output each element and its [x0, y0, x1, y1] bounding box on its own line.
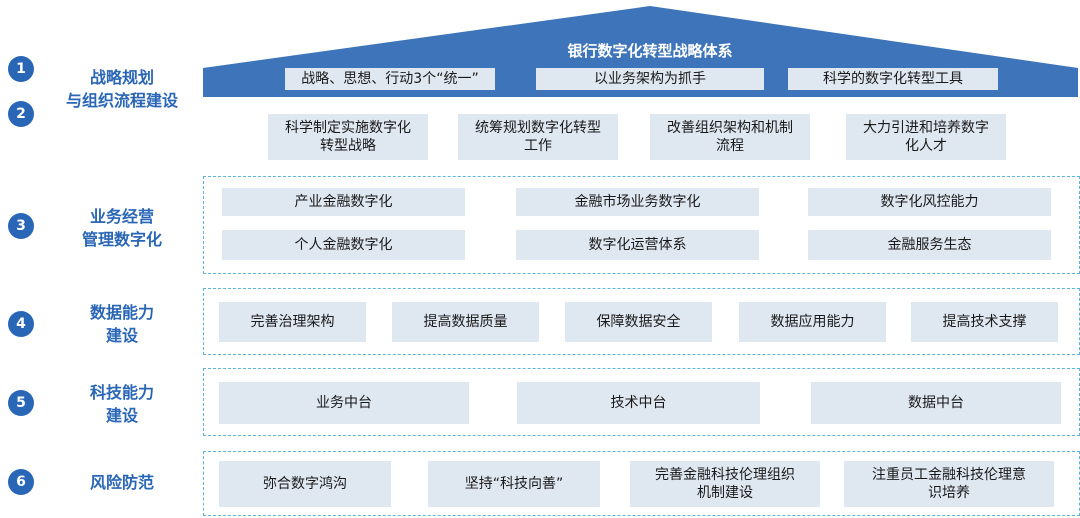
business-item-1: 产业金融数字化 — [222, 188, 465, 216]
box-line: 大力引进和培养数字 — [863, 120, 989, 136]
box-line: 工作 — [524, 138, 552, 154]
box-line: 弥合数字鸿沟 — [263, 476, 347, 492]
category-strategy: 战略规划 与组织流程建设 — [52, 66, 192, 112]
step-badge-4: 4 — [8, 311, 34, 337]
category-line: 科技能力 — [89, 383, 154, 402]
box-line: 坚持“科技向善” — [464, 476, 564, 492]
tech-item-3: 数据中台 — [811, 382, 1061, 424]
business-item-2: 金融市场业务数字化 — [516, 188, 759, 216]
category-line: 战略规划 — [89, 68, 154, 87]
risk-item-1: 弥合数字鸿沟 — [219, 461, 391, 507]
category-line: 建设 — [105, 406, 138, 425]
strategy-item-2: 统筹规划数字化转型 工作 — [458, 114, 618, 160]
box-line: 机制建设 — [697, 485, 753, 501]
category-line: 风险防范 — [89, 473, 154, 492]
category-tech: 科技能力 建设 — [52, 381, 192, 427]
category-risk: 风险防范 — [52, 471, 192, 494]
roof-item-2: 以业务架构为抓手 — [536, 68, 764, 90]
category-line: 数据能力 — [89, 303, 154, 322]
box-line: 转型战略 — [320, 138, 376, 154]
category-line: 建设 — [105, 326, 138, 345]
strategy-item-3: 改善组织架构和机制 流程 — [650, 114, 810, 160]
business-item-6: 金融服务生态 — [808, 230, 1051, 260]
step-badge-5: 5 — [8, 390, 34, 416]
box-line: 注重员工金融科技伦理意 — [872, 467, 1026, 483]
box-line: 统筹规划数字化转型 — [475, 120, 601, 136]
strategy-item-4: 大力引进和培养数字 化人才 — [846, 114, 1006, 160]
roof-title: 银行数字化转型战略体系 — [567, 42, 733, 60]
box-line: 识培养 — [928, 485, 970, 501]
box-line: 完善金融科技伦理组织 — [655, 467, 795, 483]
data-item-1: 完善治理架构 — [219, 302, 366, 342]
data-item-3: 保障数据安全 — [565, 302, 712, 342]
box-line: 改善组织架构和机制 — [667, 120, 793, 136]
step-badge-1: 1 — [8, 56, 34, 82]
data-item-2: 提高数据质量 — [392, 302, 539, 342]
risk-item-3: 完善金融科技伦理组织 机制建设 — [630, 461, 820, 507]
box-line: 科学制定实施数字化 — [285, 120, 411, 136]
tech-item-1: 业务中台 — [219, 382, 469, 424]
category-line: 管理数字化 — [81, 230, 162, 249]
data-item-4: 数据应用能力 — [739, 302, 886, 342]
category-line: 业务经营 — [89, 207, 154, 226]
step-badge-2: 2 — [8, 101, 34, 127]
business-item-5: 数字化运营体系 — [516, 230, 759, 260]
step-badge-6: 6 — [8, 469, 34, 495]
box-line: 化人才 — [905, 138, 947, 154]
box-line: 流程 — [716, 138, 744, 154]
strategy-item-1: 科学制定实施数字化 转型战略 — [268, 114, 428, 160]
data-item-5: 提高技术支撑 — [911, 302, 1058, 342]
category-data: 数据能力 建设 — [52, 301, 192, 347]
business-item-3: 数字化风控能力 — [808, 188, 1051, 216]
business-item-4: 个人金融数字化 — [222, 230, 465, 260]
risk-item-4: 注重员工金融科技伦理意 识培养 — [844, 461, 1054, 507]
category-business: 业务经营 管理数字化 — [52, 205, 192, 251]
roof-item-3: 科学的数字化转型工具 — [788, 68, 998, 90]
step-badge-3: 3 — [8, 213, 34, 239]
tech-item-2: 技术中台 — [517, 382, 760, 424]
risk-item-2: 坚持“科技向善” — [428, 461, 600, 507]
roof-item-1: 战略、思想、行动3个“统一” — [285, 68, 495, 90]
category-line: 与组织流程建设 — [65, 91, 178, 110]
